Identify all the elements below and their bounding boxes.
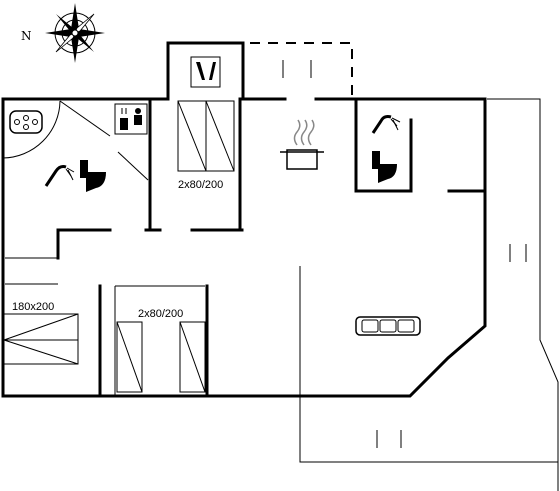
shower-icon [371,115,401,134]
shower-icon [44,165,75,187]
utility-room [166,41,245,101]
bed-top-size-label: 2x80/200 [178,179,223,191]
toilet-icon [80,160,106,192]
outer-walls [1,97,487,398]
sauna-icon [114,103,148,135]
bedroom-bottom-walls [98,284,209,398]
bathroom-walls [2,97,152,232]
bed-left-size-label: 180x200 [12,301,54,313]
bed-top [177,100,235,172]
bathroom-right-walls [354,97,487,193]
toilet-icon [372,151,397,183]
bed-bottom [116,321,206,393]
covered-terrace [250,42,353,99]
kitchen-pot-icon [280,119,324,170]
bed-bottom-size-label: 2x80/200 [138,308,183,320]
whirlpool-icon [9,110,43,134]
compass-rose-icon [45,3,105,63]
terrace-bottom [299,266,558,463]
compass-north-label: N [21,29,32,43]
bed-left [3,313,79,365]
hall-walls [5,97,244,285]
terrace-right [487,98,559,491]
sofa-icon [355,316,421,336]
washing-machine-icon [190,56,221,88]
